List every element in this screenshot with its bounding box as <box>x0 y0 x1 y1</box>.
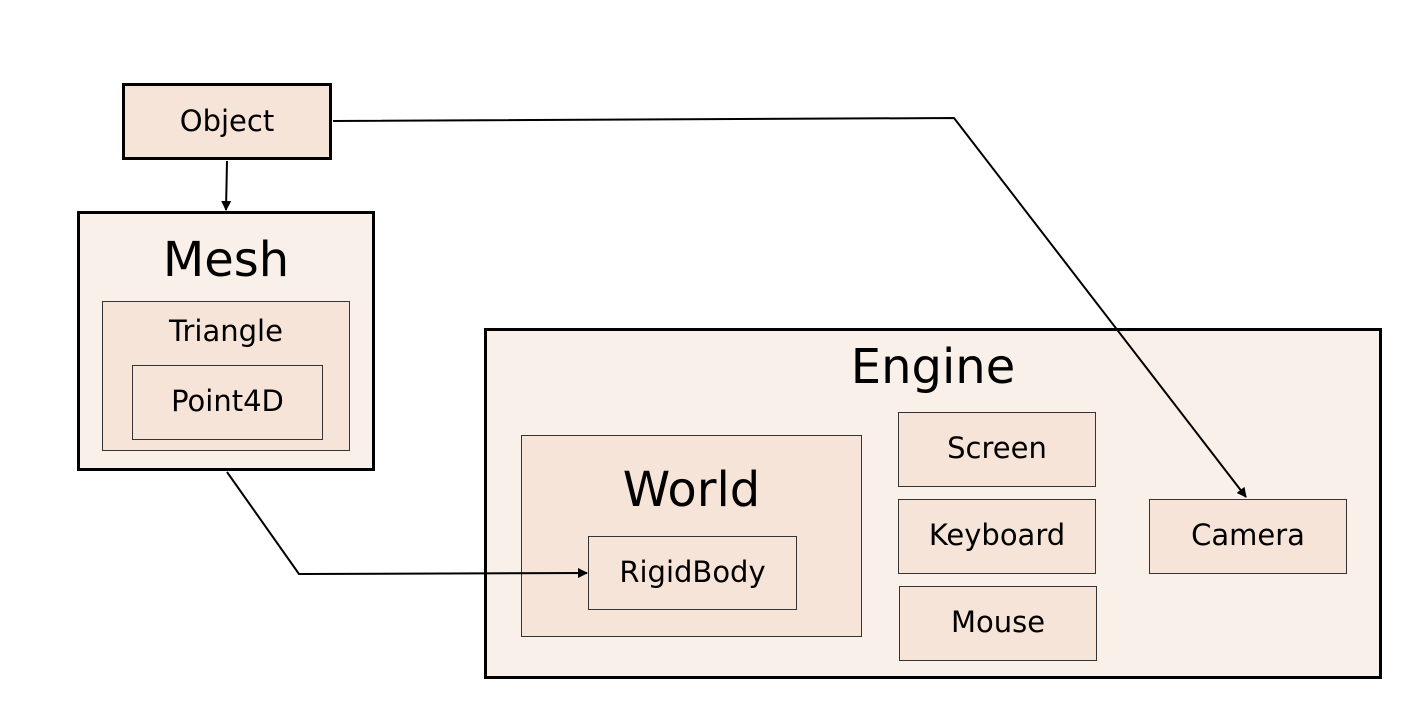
edge-object-mesh <box>221 160 232 211</box>
camera-node: Camera <box>1149 499 1347 574</box>
keyboard-node: Keyboard <box>898 499 1096 574</box>
rigidbody-label: RigidBody <box>619 555 766 589</box>
mouse-label: Mouse <box>950 605 1046 639</box>
engine-label: Engine <box>850 339 1016 395</box>
screen-node: Screen <box>898 412 1096 487</box>
keyboard-label: Keyboard <box>928 518 1066 552</box>
object-node: Object <box>122 83 332 160</box>
mouse-node: Mouse <box>899 586 1097 661</box>
camera-label: Camera <box>1191 518 1305 552</box>
world-label: World <box>622 462 761 518</box>
point4d-node: Point4D <box>132 365 323 440</box>
triangle-label: Triangle <box>169 314 283 348</box>
screen-label: Screen <box>947 431 1047 465</box>
rigidbody-node: RigidBody <box>588 536 797 610</box>
object-label: Object <box>179 104 275 138</box>
mesh-label: Mesh <box>162 232 290 288</box>
point4d-label: Point4D <box>171 384 284 418</box>
